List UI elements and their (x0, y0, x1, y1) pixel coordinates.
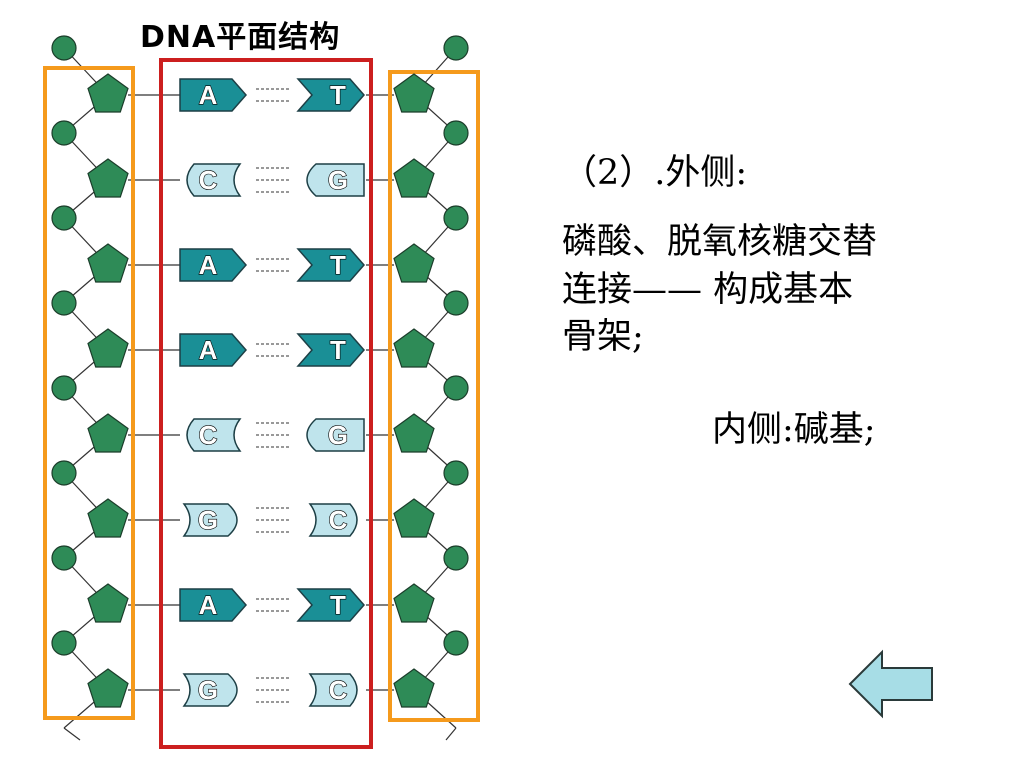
base-right-label: C (329, 675, 348, 705)
text-heading: （2）.外侧: (562, 153, 748, 193)
right-backbone-frame (388, 70, 480, 722)
base-right-shape (296, 248, 365, 282)
deoxyribose-pentagon (87, 498, 129, 538)
base-right-label: C (329, 505, 348, 535)
phosphate-circle (51, 375, 77, 401)
base-right-label: T (330, 590, 346, 620)
base-left-shape (182, 673, 238, 707)
phosphate-circle (443, 205, 469, 231)
deoxyribose-pentagon (393, 498, 435, 538)
phosphate-circle (51, 35, 77, 61)
base-right-shape (296, 78, 365, 112)
base-left-label: C (199, 165, 218, 195)
base-right-label: G (328, 165, 348, 195)
phosphate-circle (51, 290, 77, 316)
phosphate-circle (443, 290, 469, 316)
page-title: DNA平面结构 (140, 20, 341, 55)
base-right-label: T (330, 335, 346, 365)
base-left-label: A (199, 80, 218, 110)
phosphate-circle (51, 545, 77, 571)
base-left-label: A (199, 335, 218, 365)
text-outer-line-3: 骨架; (562, 316, 644, 357)
deoxyribose-pentagon (87, 73, 129, 113)
base-right-label: G (328, 420, 348, 450)
phosphate-circle (443, 460, 469, 486)
deoxyribose-pentagon (393, 328, 435, 368)
backbone-nodes (51, 35, 469, 708)
base-pair-frame (159, 58, 373, 749)
base-right-shape (308, 503, 358, 537)
base-right-label: T (330, 80, 346, 110)
phosphate-circle (443, 35, 469, 61)
phosphate-circle (51, 630, 77, 656)
frames (43, 58, 480, 749)
deoxyribose-pentagon (393, 73, 435, 113)
backbone-lines (63, 47, 457, 741)
base-right-shape (296, 588, 365, 622)
deoxyribose-pentagon (87, 668, 129, 708)
backbone-tail (445, 727, 457, 741)
base-right-shape (296, 333, 365, 367)
text-outer-line-2: 连接—— 构成基本 (562, 269, 854, 310)
phosphate-circle (443, 545, 469, 571)
base-left-label: G (198, 505, 218, 535)
base-left-shape (182, 503, 238, 537)
phosphate-circle (51, 120, 77, 146)
base-right-shape (306, 418, 365, 452)
base-right-shape (306, 163, 365, 197)
base-left-label: A (199, 250, 218, 280)
deoxyribose-pentagon (87, 328, 129, 368)
phosphate-circle (51, 460, 77, 486)
text-outer-line-1: 磷酸、脱氧核糖交替 (562, 222, 878, 263)
deoxyribose-pentagon (87, 583, 129, 623)
base-left-shape (179, 333, 247, 367)
deoxyribose-pentagon (393, 583, 435, 623)
phosphate-circle (443, 630, 469, 656)
deoxyribose-pentagon (87, 413, 129, 453)
base-left-shape (179, 78, 247, 112)
base-left-label: C (199, 420, 218, 450)
deoxyribose-pentagon (393, 158, 435, 198)
base-right-label: T (330, 250, 346, 280)
back-button[interactable] (846, 648, 936, 720)
base-left-label: A (199, 590, 218, 620)
deoxyribose-pentagon (87, 158, 129, 198)
phosphate-circle (443, 120, 469, 146)
explanation-text: （2）.外侧: 磷酸、脱氧核糖交替 连接—— 构成基本 骨架; 内侧:碱基; (562, 150, 1002, 454)
deoxyribose-pentagon (87, 243, 129, 283)
backbone-tail (63, 727, 81, 741)
base-left-shape (179, 248, 247, 282)
back-arrow-icon (848, 649, 933, 719)
phosphate-circle (443, 375, 469, 401)
base-left-shape (186, 418, 242, 452)
deoxyribose-pentagon (393, 413, 435, 453)
base-left-label: G (198, 675, 218, 705)
deoxyribose-pentagon (393, 668, 435, 708)
base-right-shape (308, 673, 358, 707)
base-left-shape (179, 588, 247, 622)
phosphate-circle (51, 205, 77, 231)
base-left-shape (186, 163, 242, 197)
text-inner-line: 内侧:碱基; (712, 410, 876, 450)
left-backbone-frame (43, 66, 135, 720)
deoxyribose-pentagon (393, 243, 435, 283)
